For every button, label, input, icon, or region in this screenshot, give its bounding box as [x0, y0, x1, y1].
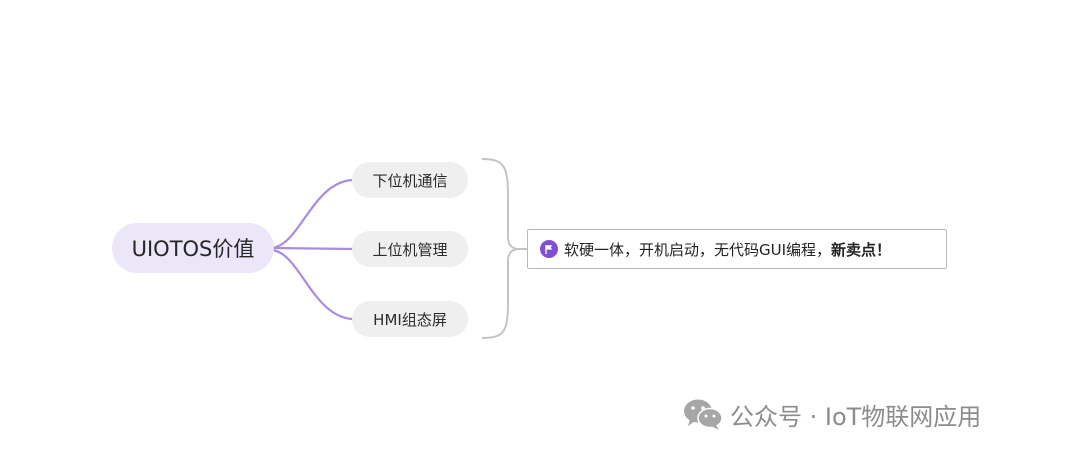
watermark: 公众号 · IoT物联网应用: [682, 394, 981, 434]
summary-topic[interactable]: 软硬一体，开机启动，无代码GUI编程，新卖点！: [527, 229, 947, 269]
branch-topic-3[interactable]: HMI组态屏: [352, 301, 468, 337]
summary-text: 软硬一体，开机启动，无代码GUI编程，: [564, 240, 832, 259]
wechat-icon: [684, 399, 723, 430]
connector-root-to-branch-1: [271, 178, 353, 250]
connector-root-to-branch-2: [273, 246, 353, 251]
root-topic-label: UIOTOS价值: [131, 237, 255, 261]
watermark-text: 公众号 · IoT物联网应用: [730, 402, 982, 431]
branch-topic-label: 下位机通信: [372, 171, 448, 190]
summary-bracket: [481, 158, 520, 339]
branch-topic-label: 上位机管理: [372, 240, 448, 259]
root-topic[interactable]: UIOTOS价值: [112, 223, 274, 273]
flag-icon: [540, 240, 558, 258]
branch-topic-label: HMI组态屏: [373, 310, 447, 329]
summary-highlight: 新卖点！: [831, 240, 892, 259]
connector-root-to-branch-3: [271, 248, 353, 321]
branch-topic-2[interactable]: 上位机管理: [352, 231, 468, 267]
branch-topic-1[interactable]: 下位机通信: [352, 162, 468, 198]
